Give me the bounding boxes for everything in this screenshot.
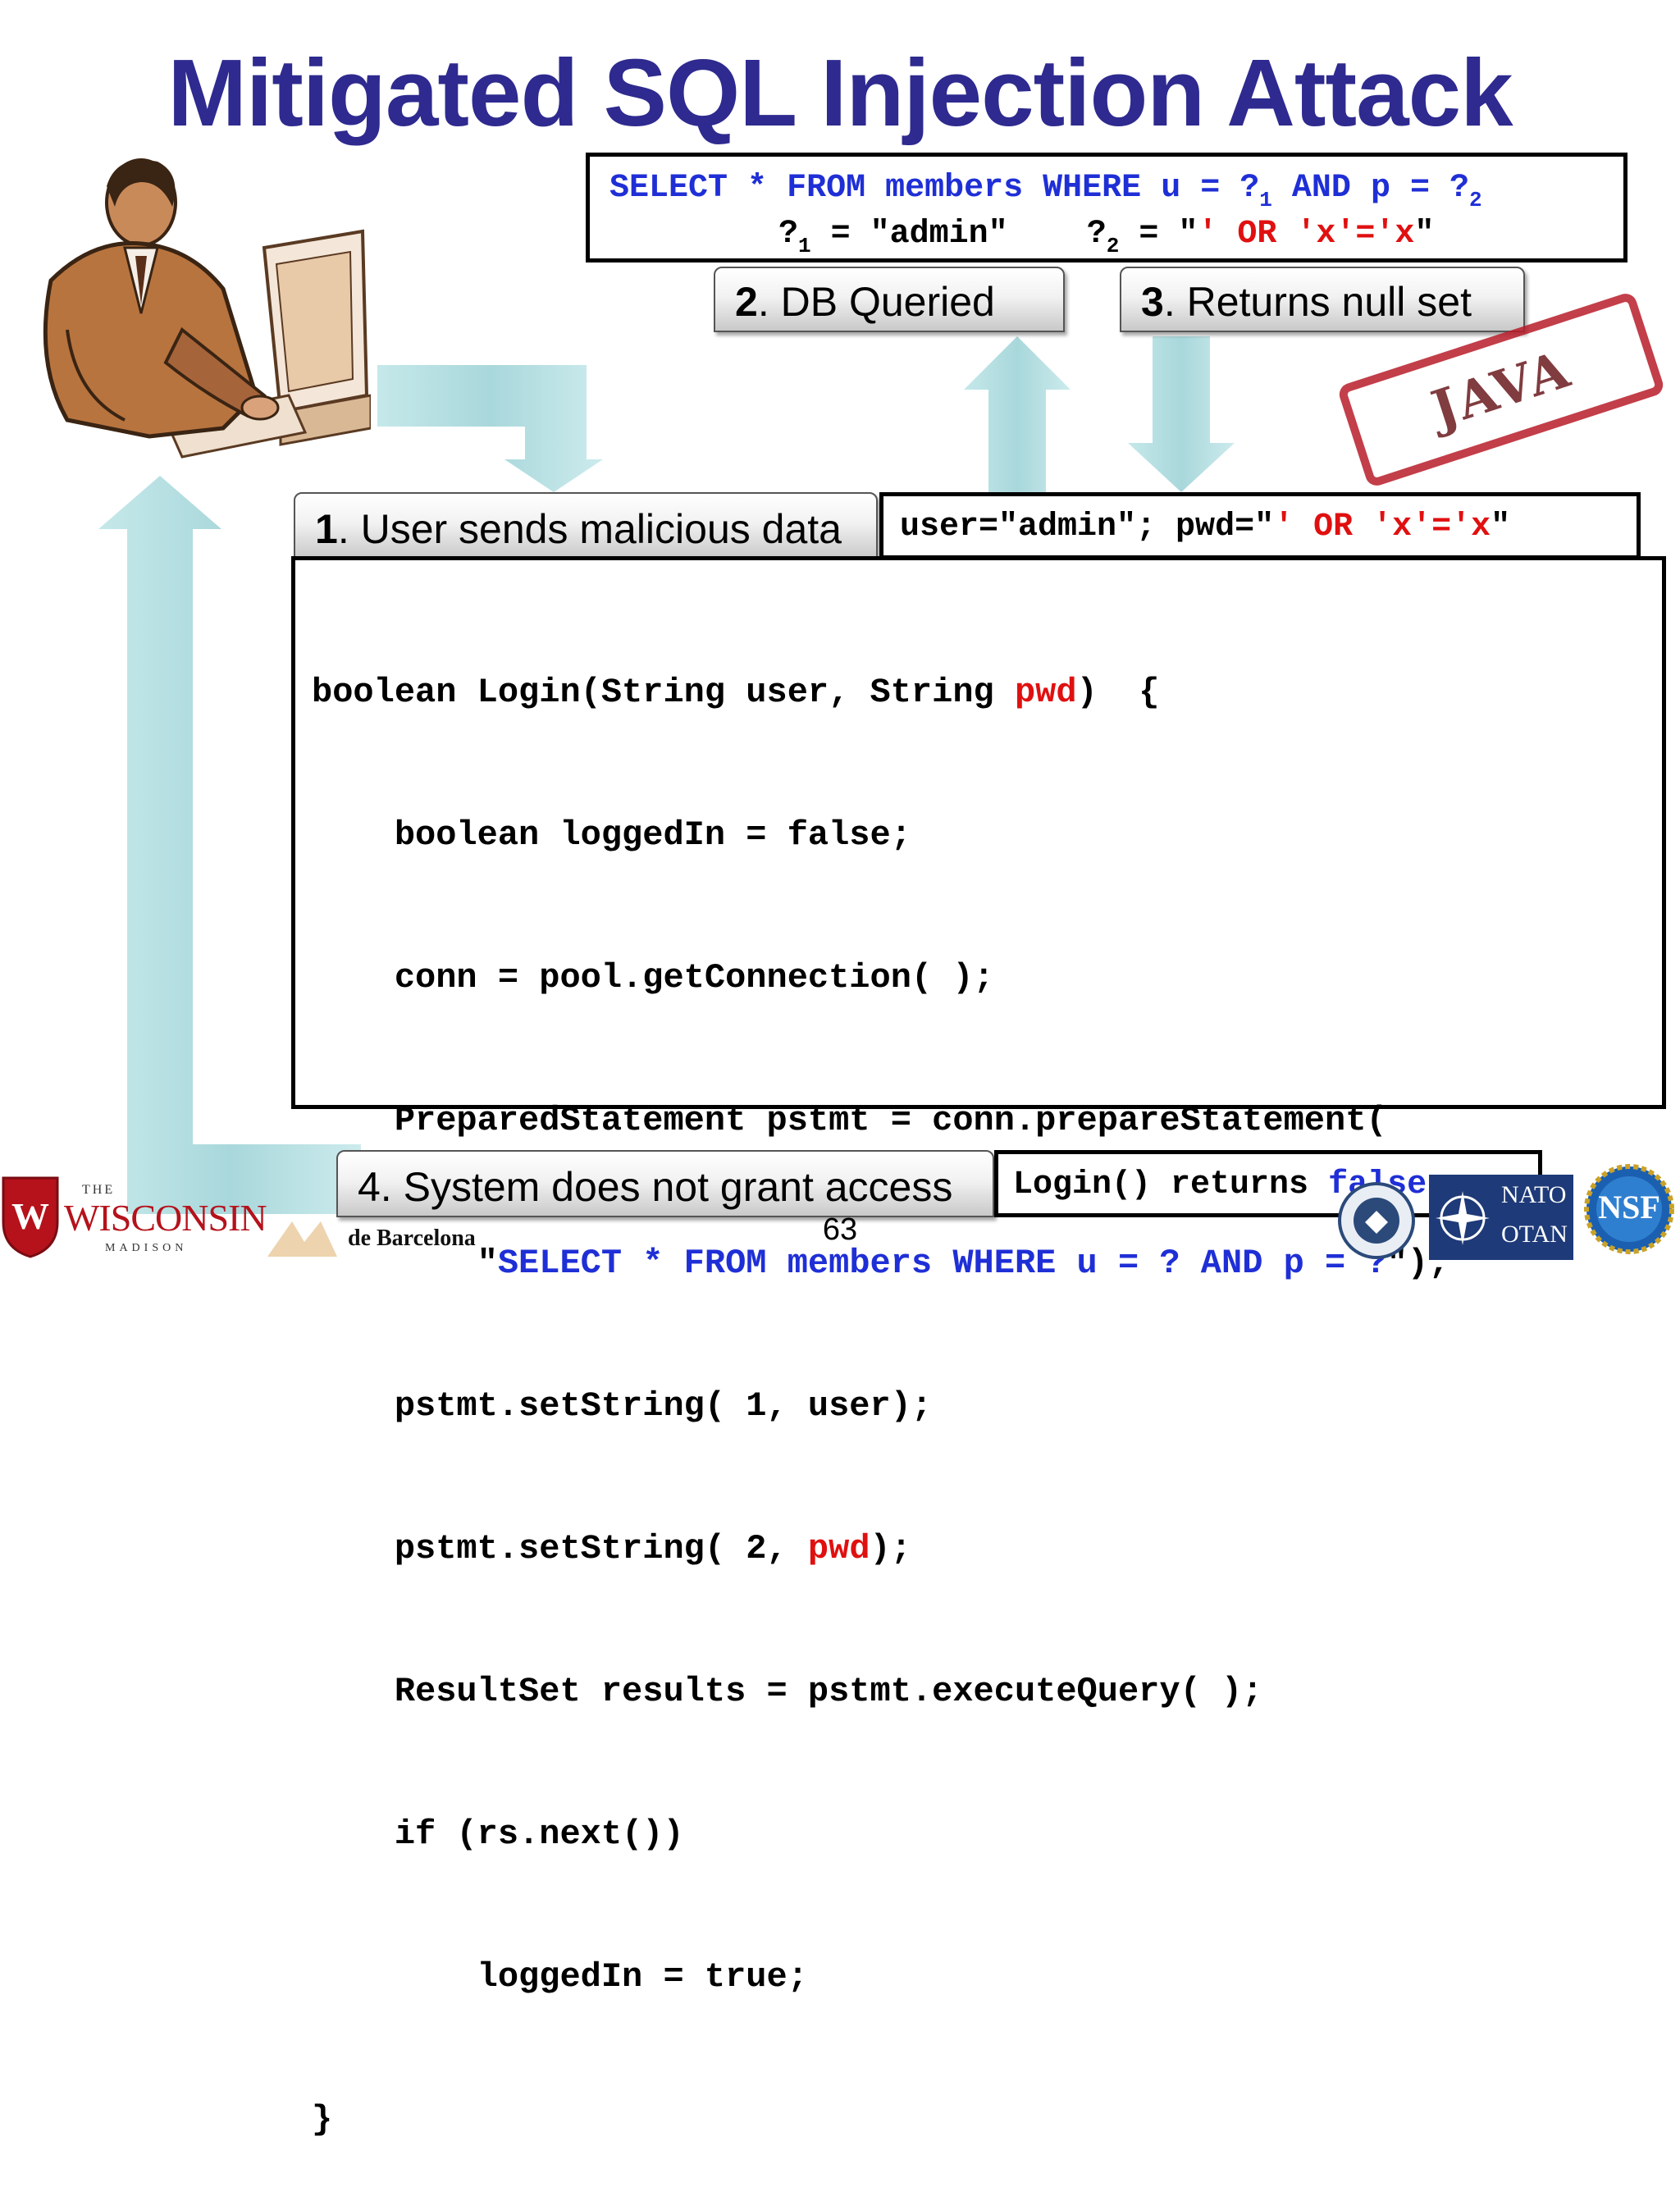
- code-line: PreparedStatement pstmt = conn.prepareSt…: [312, 1097, 1662, 1144]
- prepared-query-line: SELECT * FROM members WHERE u = ?1 AND p…: [609, 167, 1623, 212]
- sql-placeholder: ?: [1239, 170, 1259, 207]
- code-text: );: [870, 1529, 911, 1568]
- sql-keyword: FROM: [787, 170, 865, 207]
- sql-column: p: [1371, 170, 1390, 207]
- step-text: . DB Queried: [758, 279, 995, 325]
- code-line: ResultSet results = pstmt.executeQuery( …: [312, 1668, 1662, 1715]
- injected-string: ' OR 'x'='x: [1274, 509, 1491, 545]
- code-line: boolean Login(String user, String pwd) {: [312, 669, 1662, 716]
- sql-column: u: [1161, 170, 1180, 207]
- sql-star: *: [747, 170, 767, 207]
- result-prefix: Login() returns: [1013, 1166, 1328, 1203]
- code-line: loggedIn = true;: [312, 1953, 1662, 2001]
- code-line: if (rs.next()): [312, 1810, 1662, 1858]
- svg-text:W: W: [11, 1195, 49, 1237]
- wisconsin-logo: W THE WISCONSIN MADISON: [0, 1173, 246, 1260]
- step-3-label: 3. Returns null set: [1120, 267, 1525, 332]
- code-text: pstmt.setString( 2,: [312, 1529, 808, 1568]
- logo-text: NATO: [1501, 1181, 1566, 1209]
- sql-keyword: WHERE: [1043, 170, 1141, 207]
- dhs-seal-icon: [1337, 1181, 1416, 1260]
- step-4-label: 4. System does not grant access: [336, 1150, 994, 1217]
- code-listing: boolean Login(String user, String pwd) {…: [291, 556, 1666, 1109]
- code-line: pstmt.setString( 2, pwd);: [312, 1525, 1662, 1572]
- barcelona-logo: de Barcelona: [259, 1217, 472, 1258]
- injected-string: ' OR 'x'='x: [1198, 216, 1414, 253]
- code-line: pstmt.setString( 1, user);: [312, 1382, 1662, 1430]
- nato-compass-icon: [1434, 1189, 1491, 1247]
- logo-text: OTAN: [1501, 1221, 1568, 1248]
- param-value: = "admin": [811, 216, 1008, 253]
- placeholder-index: 1: [1259, 188, 1272, 212]
- code-line: boolean loggedIn = false;: [312, 811, 1662, 859]
- logo-text: MADISON: [105, 1242, 187, 1255]
- step-number: 2: [735, 279, 758, 325]
- step-number: 3: [1141, 279, 1164, 325]
- param-quote: ": [1414, 216, 1434, 253]
- code-line: }: [312, 2096, 1662, 2143]
- input-prefix: user="admin"; pwd=": [900, 509, 1274, 545]
- logo-text: WISCONSIN: [64, 1196, 267, 1239]
- tainted-variable: pwd: [808, 1529, 870, 1568]
- sql-placeholder: ?: [1449, 170, 1469, 207]
- parameter-binding-line: ?1 = "admin" ?2 = "' OR 'x'='x": [609, 212, 1623, 258]
- step-text: . Returns null set: [1164, 279, 1472, 325]
- sql-keyword: SELECT: [609, 170, 728, 207]
- step-number: 1: [315, 506, 338, 552]
- code-text: ) {: [1077, 673, 1160, 712]
- input-suffix: ": [1491, 509, 1510, 545]
- wisconsin-crest-icon: W: [0, 1173, 61, 1258]
- step-2-label: 2. DB Queried: [714, 267, 1065, 332]
- sql-table: members: [885, 170, 1023, 207]
- prepared-query-box: SELECT * FROM members WHERE u = ?1 AND p…: [586, 153, 1628, 262]
- logo-text: NSF: [1583, 1188, 1675, 1226]
- arrow-down-from-db-icon: [1128, 336, 1235, 492]
- arrow-user-to-app-icon: [377, 365, 603, 492]
- nsf-logo: NSF: [1583, 1163, 1675, 1255]
- code-text: boolean Login(String user, String: [312, 673, 1015, 712]
- tainted-variable: pwd: [1015, 673, 1077, 712]
- placeholder-index: 2: [1469, 188, 1482, 212]
- logo-text: de Barcelona: [348, 1226, 476, 1252]
- step-1-label: 1. User sends malicious data: [294, 492, 878, 559]
- stamp-text: JAVA: [1425, 339, 1577, 440]
- param-placeholder: ?: [1087, 216, 1107, 253]
- param-placeholder: ?: [778, 216, 798, 253]
- nato-logo: NATO OTAN: [1429, 1175, 1573, 1260]
- param-value: = ": [1119, 216, 1198, 253]
- param-index: 2: [1107, 234, 1120, 258]
- code-line: conn = pool.getConnection( );: [312, 954, 1662, 1002]
- arrow-up-to-db-icon: [964, 336, 1071, 492]
- barcelona-mark-icon: [259, 1217, 341, 1258]
- sql-operator: =: [1410, 170, 1430, 207]
- param-index: 1: [798, 234, 811, 258]
- sql-keyword: AND: [1292, 170, 1351, 207]
- sql-string: SELECT * FROM members WHERE u = ? AND p …: [498, 1244, 1387, 1283]
- step-text: . User sends malicious data: [338, 506, 842, 552]
- malicious-input-box: user="admin"; pwd="' OR 'x'='x": [879, 492, 1641, 559]
- sql-operator: =: [1200, 170, 1220, 207]
- page-number: 63: [788, 1212, 892, 1248]
